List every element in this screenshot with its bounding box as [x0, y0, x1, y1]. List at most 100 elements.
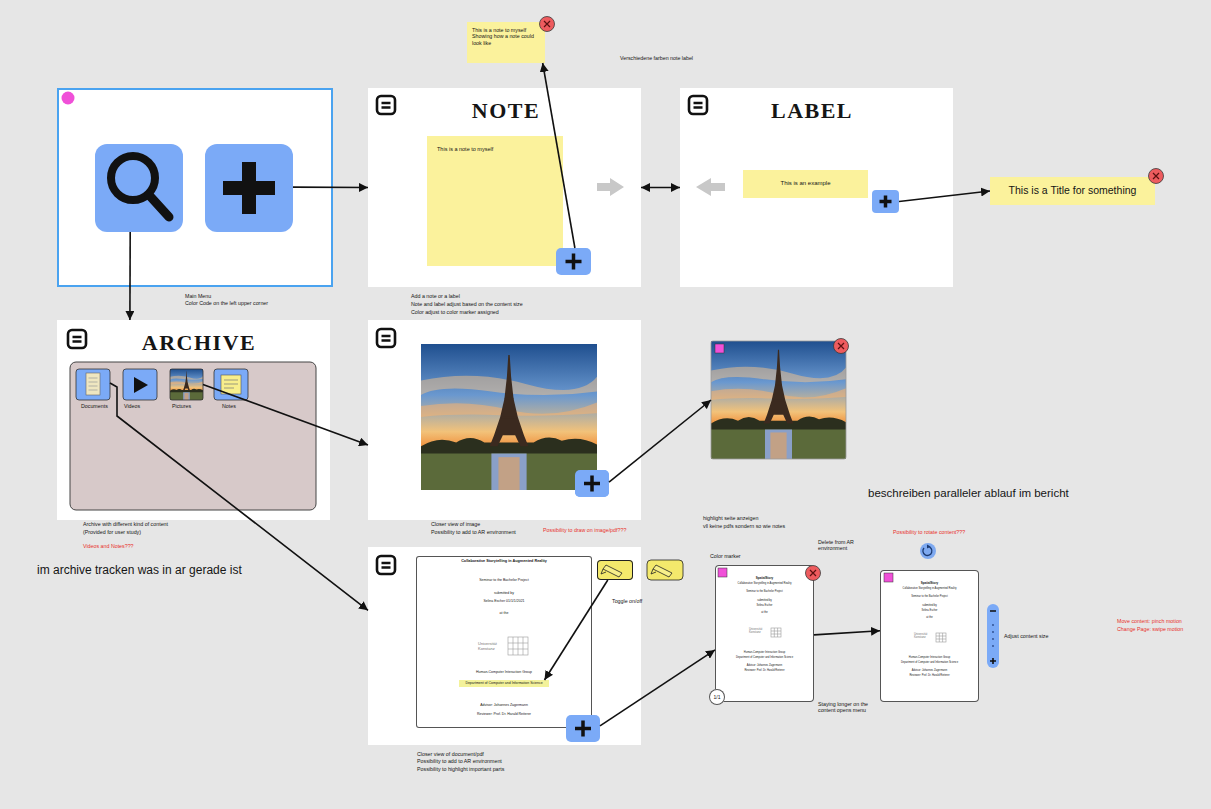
text-frame: submitted by	[420, 591, 588, 595]
close-button	[834, 339, 849, 354]
node-text: Advisor: Johannes Zagermann	[882, 669, 977, 672]
close-button	[1153, 173, 1159, 179]
plus-icon	[223, 162, 275, 214]
node-text: Human-Computer Interaction Group	[717, 651, 812, 654]
rotate-button	[927, 545, 931, 549]
node-text: Reviewer: Prof. Dr. Harald Reiterer	[420, 712, 588, 716]
document-page: Department of Computer and Information S…	[416, 556, 592, 728]
text-frame: Advisor: Johannes Zagermann	[717, 664, 812, 667]
text-frame: Reviewer: Prof. Dr. Harald Reiterer	[717, 669, 812, 672]
node-text: Color Code on the left upper corner	[185, 300, 268, 306]
node-text: Main Menu	[185, 293, 211, 299]
plus-icon	[566, 254, 582, 270]
close-button	[806, 566, 821, 581]
text-frame: Department of Computer and Information S…	[882, 661, 977, 664]
text-frame: at the	[420, 611, 588, 615]
video-icon	[134, 377, 148, 393]
size-slider	[992, 638, 994, 640]
menu-icon	[73, 337, 82, 342]
page-arrow	[597, 178, 725, 196]
text-frame: (Provided for user study)	[83, 529, 141, 535]
archive-shelf	[70, 362, 316, 510]
text-frame: SpatialStory	[717, 577, 812, 581]
node-text: Department of Computer and Information S…	[461, 681, 547, 685]
text-frame: beschreiben paralleler ablauf im bericht	[868, 487, 1069, 501]
text-frame: at the	[882, 616, 977, 619]
node-text: Human-Computer Interaction Group	[420, 670, 588, 674]
text-frame: Department of Computer and Information S…	[461, 681, 547, 685]
annotation: Delete from AR environment	[818, 539, 860, 552]
size-slider	[987, 604, 999, 668]
text-frame: This is a note to myself Showing how a n…	[472, 27, 538, 46]
text-frame: im archive tracken was in ar gerade ist	[37, 563, 242, 577]
menu-icon	[377, 96, 395, 114]
text-frame: Human-Computer Interaction Group	[882, 656, 977, 659]
text-frame: This is a Title for something	[995, 184, 1150, 197]
node-text: Universität Konstanz	[914, 633, 934, 640]
page-counter: 1/1	[709, 689, 725, 705]
color-marker-dot	[62, 92, 75, 105]
menu-icon	[382, 103, 391, 108]
note: beschreiben paralleler ablauf im bericht	[868, 487, 1069, 501]
flow-arrow	[641, 187, 680, 189]
text-frame: Possibility to draw on image/pdf???	[543, 527, 626, 533]
label-card: This is a Title for something	[990, 177, 1155, 205]
text-frame: Collaborative Storytelling in Augmented …	[882, 587, 977, 590]
text-frame: Change Page: swipe motion	[1117, 626, 1183, 632]
node-text: Color adjust to color marker assigned	[411, 309, 499, 315]
node-text: This is a note to myself	[437, 146, 547, 153]
text-frame: submitted by	[717, 599, 812, 602]
text-frame: vll keine pdfs sondern so wie notes	[703, 523, 785, 529]
menu-icon	[689, 96, 707, 114]
text-frame: Advisor: Johannes Zagermann	[882, 669, 977, 672]
highlighter-icon	[647, 560, 683, 580]
highlighter-icon	[601, 569, 606, 574]
annotation: Adjust content size	[1004, 633, 1048, 639]
node-text: submitted by	[882, 604, 977, 607]
node-text: Closer view of image	[431, 521, 480, 527]
university-logo	[936, 633, 946, 642]
node-text: Advisor: Johannes Zagermann	[717, 664, 812, 667]
flow-arrow	[293, 186, 368, 188]
text-frame: Add a note or a label	[411, 293, 460, 299]
university-logo	[508, 628, 946, 655]
ar-photo	[711, 341, 846, 459]
university-logo	[508, 637, 528, 655]
university-logo	[508, 637, 528, 655]
plus-icon	[575, 721, 591, 737]
text-frame: Toggle on/off	[612, 598, 642, 604]
university-logo	[936, 633, 946, 642]
menu-icon	[382, 336, 391, 341]
text-frame: 1/1	[709, 694, 725, 700]
plus-icon	[223, 162, 275, 214]
text-frame: Closer view of document/pdf	[417, 751, 484, 757]
flow-arrow	[129, 232, 131, 320]
text-frame: Human-Computer Interaction Group	[717, 651, 812, 654]
text-frame: Department of Computer and Information S…	[717, 656, 812, 659]
flow-arrow	[545, 580, 608, 680]
note-card: This is a note to myself	[427, 136, 563, 266]
node-text: Possibility to add to AR environment	[431, 529, 516, 535]
node-text: (Provided for user study)	[83, 529, 141, 535]
text-frame: Selina Escher 01/1/1/2021	[420, 599, 588, 603]
color-marker-square	[718, 568, 727, 577]
flow-arrow	[203, 385, 368, 446]
text-frame: ARCHIVE	[99, 330, 299, 356]
node-text: Pictures	[172, 403, 191, 409]
close-button	[540, 17, 555, 32]
ar-photo	[711, 341, 846, 459]
note-card: This is a note to myself Showing how a n…	[467, 22, 545, 63]
flow-arrow	[609, 400, 711, 482]
text-frame: SpatialStory	[882, 582, 977, 586]
text-frame: Seminar to the Bachelor Project	[420, 578, 588, 582]
text-frame: submitted by	[882, 604, 977, 607]
color-marker-square	[715, 344, 724, 353]
node-text: This is an example	[748, 180, 863, 187]
open-question: Possibility to draw on image/pdf???	[543, 527, 626, 533]
node-text: Selina Escher	[717, 604, 812, 607]
node-text: Selina Escher 01/1/1/2021	[420, 599, 588, 603]
text-frame: Archive with different kind of content	[83, 521, 168, 527]
plus-icon	[880, 196, 892, 208]
node-text: Department of Computer and Information S…	[717, 656, 812, 659]
video-icon	[123, 369, 157, 400]
